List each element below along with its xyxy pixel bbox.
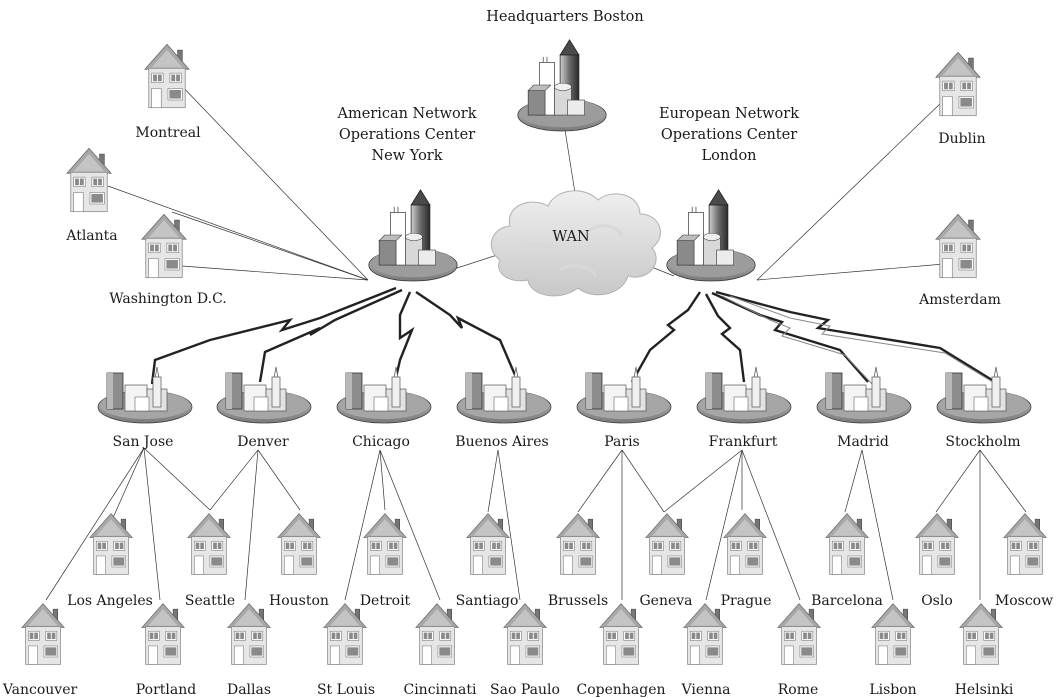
branch-label: Portland [136,682,196,698]
noc-europe-line-1: European Network [659,106,799,122]
branch-house-icon [683,603,727,665]
link-ny-chicago [393,291,415,383]
hub-buenosaires-icon [456,366,552,424]
branches-upper-row: Los Angeles Seattle Houston Detroit Sant… [67,513,1053,609]
wan-lightning-shadow [721,295,997,385]
branch-house-icon [599,603,643,665]
hub-label: Frankfurt [709,434,778,450]
branch-house-icon [363,513,407,575]
branch-house-icon [21,603,65,665]
thin-links [45,81,1027,601]
branch-label: Sao Paulo [490,682,560,698]
branch-label: Brussels [548,593,608,609]
branch-house-icon [503,603,547,665]
amsterdam-house-icon [935,213,981,279]
branch-label: Detroit [360,593,411,609]
branch-house-icon [645,513,689,575]
branch-house-icon [323,603,367,665]
branch-label: Oslo [921,593,953,609]
branch-house-icon [415,603,459,665]
dublin-label: Dublin [938,131,985,147]
branch-label: Barcelona [811,593,883,609]
hub-label: Madrid [837,434,889,450]
atlanta-house-icon [66,147,112,213]
branch-house-icon [466,513,510,575]
branch-label: St Louis [317,682,375,698]
branch-house-icon [723,513,767,575]
noc-london-icon [666,189,756,282]
branch-label: Los Angeles [67,593,153,609]
link-ny-sanjose [150,286,397,385]
regional-hubs: San Jose Denver Chicago Buenos Aires Par… [97,366,1032,450]
noc-america-line-3: New York [371,148,442,164]
noc-america-line-2: Operations Center [339,127,475,143]
montreal-label: Montreal [135,125,201,141]
hub-label: San Jose [113,434,174,450]
hub-label: Stockholm [945,434,1020,450]
wan-cloud [490,190,662,297]
branch-label: Santiago [456,593,519,609]
link-ldn-frankfurt [704,293,746,383]
link-ny-buenosaires [415,291,520,383]
link-ldn-stockholm [715,290,993,382]
branch-house-icon [141,603,185,665]
hub-label: Chicago [352,434,410,450]
branch-house-icon [277,513,321,575]
branch-house-icon [825,513,869,575]
noc-europe-line-3: London [701,148,756,164]
headquarters-label: Headquarters Boston [486,9,643,25]
branch-house-icon [1003,513,1047,575]
branch-house-icon [777,603,821,665]
branch-house-icon [227,603,271,665]
noc-europe-line-2: Operations Center [661,127,797,143]
noc-america-label: American Network Operations Center New Y… [336,106,476,164]
branch-label: Vienna [680,682,730,698]
noc-europe-label: European Network Operations Center Londo… [659,106,799,164]
branch-label: Copenhagen [576,682,665,698]
washington-house-icon [141,213,187,279]
atlanta-label: Atlanta [65,228,117,244]
branch-label: Cincinnati [403,682,477,698]
headquarters-boston-icon [517,39,607,132]
branch-label: Dallas [227,682,271,698]
link-ldn-paris [630,291,701,383]
hub-denver-icon [216,366,312,424]
branch-label: Vancouver [2,682,78,698]
dublin-house-icon [935,51,981,117]
branch-label: Houston [269,593,329,609]
branch-house-icon [959,603,1003,665]
branch-label: Seattle [185,593,235,609]
link-ny-denver [258,288,403,383]
hub-label: Paris [604,434,640,450]
washington-label: Washington D.C. [109,291,227,307]
hub-chicago-icon [336,366,432,424]
branch-label: Helsinki [955,682,1014,698]
wan-label: WAN [552,229,590,245]
hub-sanjose-icon [97,366,193,424]
hub-label: Denver [237,434,289,450]
noc-newyork-icon [368,189,458,282]
branch-label: Lisbon [869,682,916,698]
hub-paris-icon [576,366,672,424]
branch-house-icon [915,513,959,575]
noc-america-line-1: American Network [336,106,476,122]
branch-house-icon [556,513,600,575]
branch-label: Prague [721,593,772,609]
branch-house-icon [187,513,231,575]
montreal-house-icon [144,43,190,109]
branch-house-icon [871,603,915,665]
branch-label: Rome [778,682,819,698]
hub-label: Buenos Aires [455,434,548,450]
wan-lightning-links [150,286,993,385]
branch-label: Geneva [639,593,692,609]
branch-label: Moscow [995,593,1053,609]
branches-lower-row: Vancouver Portland Dallas St Louis Cinci… [2,603,1014,698]
amsterdam-label: Amsterdam [918,292,1001,308]
